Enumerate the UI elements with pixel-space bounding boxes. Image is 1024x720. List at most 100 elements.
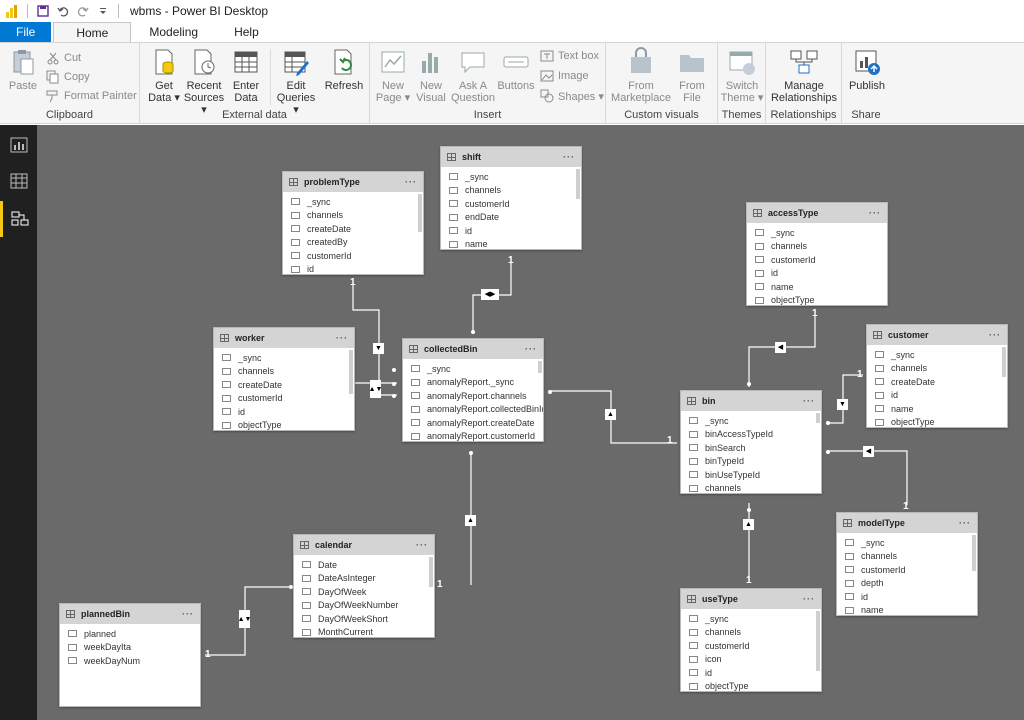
table-field[interactable]: channels: [867, 362, 1007, 376]
table-field[interactable]: _sync: [214, 351, 354, 365]
save-icon[interactable]: [35, 3, 51, 19]
table-field[interactable]: channels: [283, 209, 423, 223]
table-field[interactable]: id: [837, 590, 977, 604]
report-view-button[interactable]: [0, 127, 37, 163]
more-options-icon[interactable]: ···: [803, 396, 815, 406]
more-options-icon[interactable]: ···: [803, 594, 815, 604]
table-field[interactable]: depth: [837, 577, 977, 591]
table-field[interactable]: id: [441, 224, 581, 238]
table-header[interactable]: bin···: [681, 391, 821, 411]
more-options-icon[interactable]: ···: [525, 344, 537, 354]
table-field[interactable]: DayOfWeek: [294, 585, 434, 599]
scrollbar[interactable]: [1002, 347, 1006, 377]
redo-icon[interactable]: [75, 3, 91, 19]
table-field[interactable]: binTypeId: [681, 455, 821, 469]
table-field[interactable]: anomalyReport.channels: [403, 389, 543, 403]
filter-direction-up-arrow[interactable]: ▲: [743, 519, 754, 530]
model-canvas[interactable]: 1 1 1 1 1 1 1 1 1 ▼ ▲▼ ◀▶ ▲ ◀ ▼ ◀ ▲ ▲ ▲▼…: [37, 125, 1024, 720]
table-field[interactable]: objectType: [747, 294, 887, 305]
table-field[interactable]: id: [867, 389, 1007, 403]
scrollbar[interactable]: [972, 535, 976, 571]
new-page-button[interactable]: New Page ▾: [374, 47, 412, 104]
tab-modeling[interactable]: Modeling: [149, 25, 199, 39]
table-field[interactable]: id: [747, 267, 887, 281]
format-painter-button[interactable]: Format Painter: [46, 89, 137, 103]
paste-button[interactable]: Paste: [6, 47, 40, 92]
scrollbar[interactable]: [538, 361, 542, 373]
table-field[interactable]: id: [283, 263, 423, 274]
table-field[interactable]: id: [214, 405, 354, 419]
table-field[interactable]: customerId: [681, 639, 821, 653]
refresh-button[interactable]: Refresh: [323, 47, 365, 92]
table-header[interactable]: collectedBin···: [403, 339, 543, 359]
table-field[interactable]: channels: [837, 550, 977, 564]
filter-direction-both-arrow[interactable]: ▲▼: [238, 610, 251, 628]
table-field[interactable]: binUseTypeId: [681, 468, 821, 482]
filter-direction-left-arrow[interactable]: ◀: [775, 342, 786, 353]
filter-direction-up-arrow[interactable]: ▲: [605, 409, 616, 420]
scrollbar[interactable]: [576, 169, 580, 199]
scrollbar[interactable]: [816, 611, 820, 671]
tab-file[interactable]: File: [0, 22, 52, 42]
table-field[interactable]: id: [681, 666, 821, 680]
scrollbar[interactable]: [816, 413, 820, 423]
copy-button[interactable]: Copy: [46, 70, 90, 84]
buttons-button[interactable]: Buttons: [496, 47, 536, 92]
table-field[interactable]: planned: [60, 627, 200, 641]
table-field[interactable]: channels: [747, 240, 887, 254]
table-field[interactable]: channels: [214, 365, 354, 379]
table-field[interactable]: createDate: [283, 222, 423, 236]
table-field[interactable]: createDate: [867, 375, 1007, 389]
table-field[interactable]: channels: [681, 626, 821, 640]
model-view-button[interactable]: [0, 201, 37, 237]
filter-direction-down-arrow[interactable]: ▼: [373, 343, 384, 354]
more-options-icon[interactable]: ···: [869, 208, 881, 218]
table-field[interactable]: objectType: [681, 680, 821, 691]
undo-icon[interactable]: [55, 3, 71, 19]
table-field[interactable]: anomalyReport.createDate: [403, 416, 543, 430]
table-field[interactable]: _sync: [747, 226, 887, 240]
table-header[interactable]: worker···: [214, 328, 354, 348]
shapes-button[interactable]: Shapes ▾: [540, 89, 604, 103]
more-options-icon[interactable]: ···: [405, 177, 417, 187]
table-field[interactable]: objectType: [867, 416, 1007, 427]
table-field[interactable]: Date: [294, 558, 434, 572]
table-field[interactable]: channels: [441, 184, 581, 198]
table-header[interactable]: calendar···: [294, 535, 434, 555]
table-header[interactable]: useType···: [681, 589, 821, 609]
publish-button[interactable]: Publish: [846, 47, 888, 92]
table-field[interactable]: MonthCurrent: [294, 626, 434, 637]
table-field[interactable]: channels: [681, 482, 821, 493]
table-field[interactable]: binAccessTypeId: [681, 428, 821, 442]
filter-direction-both-arrow[interactable]: ▲▼: [369, 380, 382, 398]
table-field[interactable]: _sync: [283, 195, 423, 209]
table-field[interactable]: _sync: [441, 170, 581, 184]
from-file-button[interactable]: From File: [672, 47, 712, 104]
more-options-icon[interactable]: ···: [416, 540, 428, 550]
table-field[interactable]: binSearch: [681, 441, 821, 455]
table-header[interactable]: shift···: [441, 147, 581, 167]
table-field[interactable]: _sync: [403, 362, 543, 376]
table-field[interactable]: name: [867, 402, 1007, 416]
table-field[interactable]: DateAsInteger: [294, 572, 434, 586]
table-field[interactable]: createDate: [214, 378, 354, 392]
more-options-icon[interactable]: ···: [959, 518, 971, 528]
table-field[interactable]: customerId: [441, 197, 581, 211]
image-button[interactable]: Image: [540, 69, 589, 83]
recent-sources-button[interactable]: Recent Sources ▾: [182, 47, 226, 116]
table-field[interactable]: customerId: [837, 563, 977, 577]
cut-button[interactable]: Cut: [46, 51, 81, 65]
table-field[interactable]: _sync: [681, 414, 821, 428]
ask-a-question-button[interactable]: Ask A Question: [450, 47, 496, 104]
table-field[interactable]: createdBy: [283, 236, 423, 250]
data-view-button[interactable]: [0, 163, 37, 199]
